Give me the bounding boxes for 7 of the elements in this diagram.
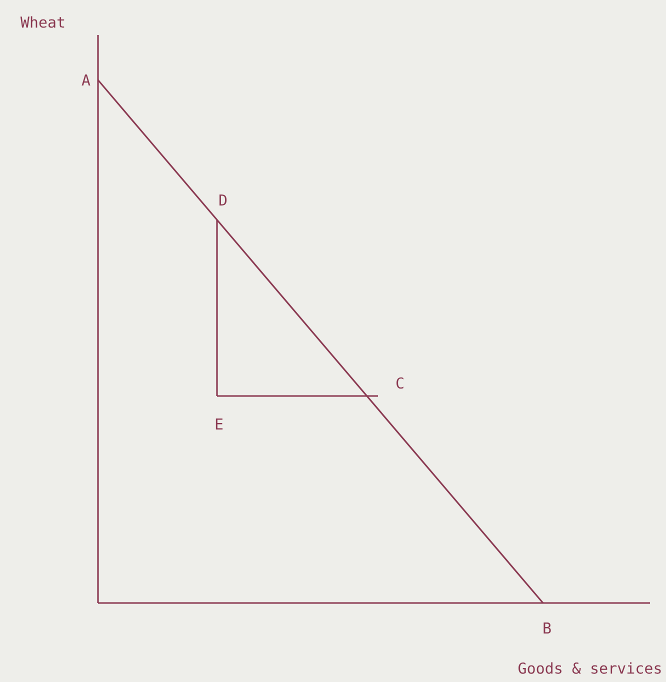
point-label: A: [82, 74, 90, 86]
point-label: D: [220, 194, 227, 206]
axis-title: Wheat: [20, 16, 64, 28]
point-label: C: [396, 377, 404, 389]
axis-title: Goods & services: [518, 662, 661, 674]
point-label: B: [544, 622, 551, 634]
point-label: E: [216, 418, 223, 430]
